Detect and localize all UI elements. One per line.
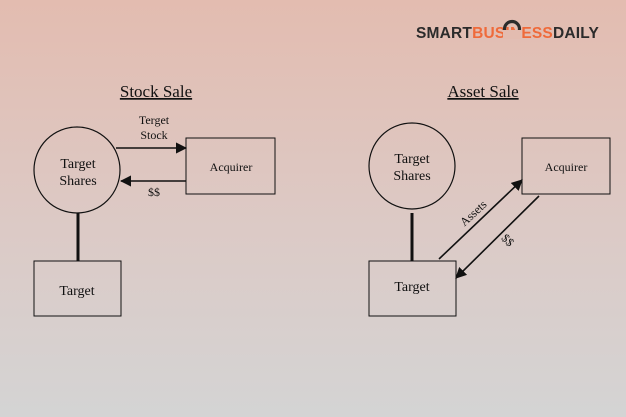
- asset-shares-label-line2: Shares: [393, 169, 430, 184]
- asset-payment-arrow: [455, 195, 540, 279]
- brand-part-smart: SMART: [416, 25, 473, 42]
- stock-target-shares-circle: [33, 126, 121, 214]
- stock-sale-diagram: Stock Sale Target Shares Acquirer Target…: [33, 82, 276, 317]
- brand-logo: SMARTBUSINESSDAILY: [416, 19, 600, 42]
- stock-payment-label: $$: [148, 185, 160, 199]
- asset-sale-title: Asset Sale: [447, 82, 518, 101]
- stock-shares-label-line2: Shares: [59, 174, 96, 189]
- asset-target-box: [368, 260, 457, 317]
- asset-shares-label-line1: Target: [394, 152, 429, 167]
- stock-target-label: Target: [59, 284, 94, 299]
- asset-target-label: Target: [394, 280, 429, 295]
- stock-shares-label-line1: Target: [60, 157, 95, 172]
- stock-acquirer-box: [185, 137, 276, 195]
- asset-transfer-arrow: [438, 179, 523, 260]
- stock-target-box: [33, 260, 122, 317]
- stock-sale-title: Stock Sale: [120, 82, 192, 101]
- asset-target-shares-circle: [368, 122, 456, 210]
- logo-ring-icon: [502, 19, 522, 39]
- asset-sale-diagram: Asset Sale Target Shares Acquirer Target…: [368, 82, 611, 317]
- stock-arrow-label-line1: Terget: [139, 113, 170, 127]
- asset-transfer-label: Assets: [457, 197, 490, 229]
- asset-acquirer-label: Acquirer: [545, 160, 588, 174]
- asset-acquirer-box: [521, 137, 611, 195]
- brand-part-daily: DAILY: [552, 25, 600, 42]
- stock-arrow-label-line2: Stock: [140, 128, 167, 142]
- stock-acquirer-label: Acquirer: [210, 160, 253, 174]
